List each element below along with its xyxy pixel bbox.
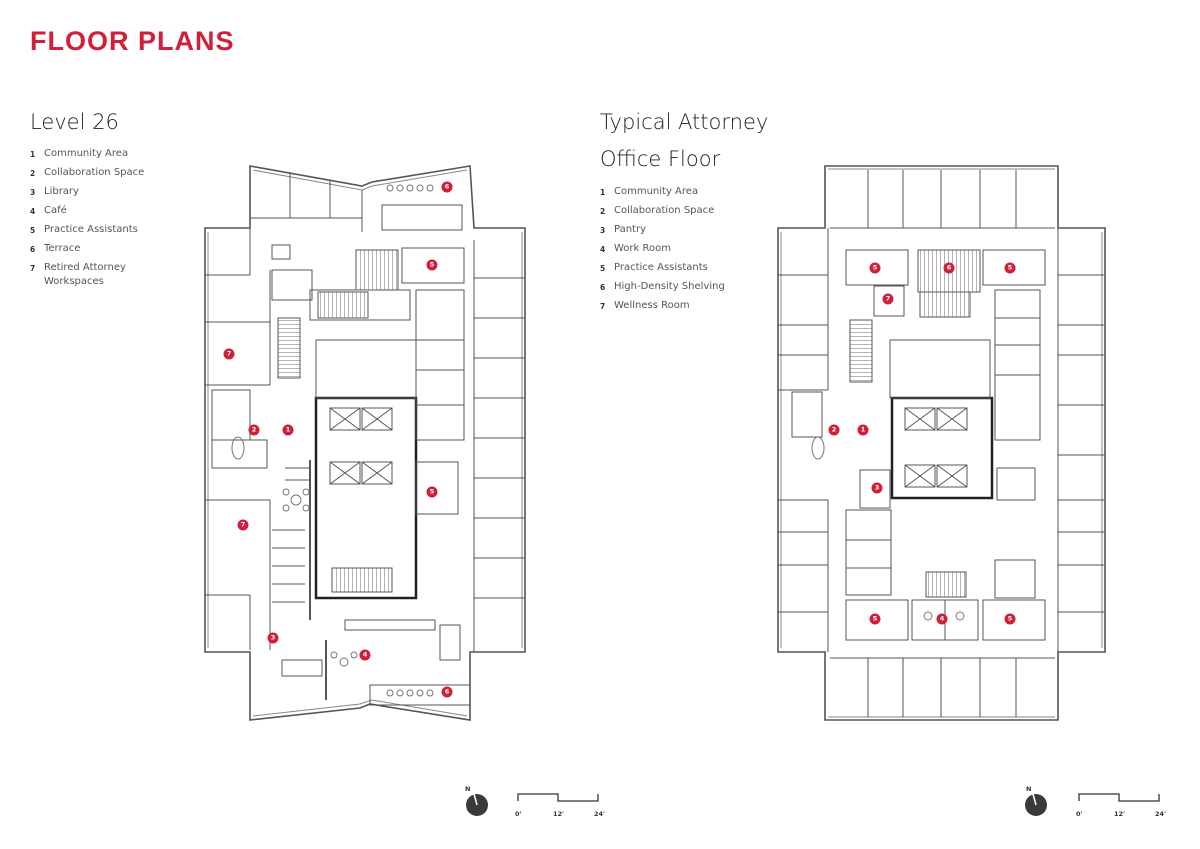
marker-library: 3 [267, 632, 279, 644]
marker-practice-assistants: 5 [426, 486, 438, 498]
legend-label: Retired Attorney Workspaces [44, 262, 126, 287]
legend-item: 6 Terrace [30, 240, 144, 259]
legend-item: 3 Library [30, 183, 144, 202]
legend-number: 1 [600, 188, 606, 197]
legend-label: Pantry [614, 224, 646, 235]
typical-title-line1: Typical Attorney [600, 110, 769, 134]
legend-item: 4 Work Room [600, 240, 725, 259]
legend-label: Collaboration Space [44, 167, 145, 178]
typical-floor-plan [777, 165, 1106, 721]
legend-item: 1 Community Area [600, 183, 725, 202]
level26-legend: 1 Community Area 2 Collaboration Space 3 Li… [30, 145, 144, 292]
legend-number: 4 [30, 207, 36, 216]
scale-label-24: 24' [1155, 810, 1167, 818]
legend-item: 2 Collaboration Space [30, 164, 144, 183]
marker-practice-assistants: 5 [869, 262, 881, 274]
marker-high-density-shelving: 6 [943, 262, 955, 274]
north-label: N [1026, 785, 1032, 793]
marker-community: 1 [282, 424, 294, 436]
marker-collaboration: 2 [248, 424, 260, 436]
legend-label: Work Room [614, 243, 671, 254]
scale-label-12: 12' [1114, 810, 1126, 818]
legend-item: 3 Pantry [600, 221, 725, 240]
legend-number: 3 [600, 226, 606, 235]
legend-item: 5 Practice Assistants [30, 221, 144, 240]
legend-number: 1 [30, 150, 36, 159]
legend-label: Practice Assistants [614, 262, 708, 273]
scale-label-24: 24' [594, 810, 606, 818]
legend-number: 3 [30, 188, 36, 197]
legend-label: Collaboration Space [614, 205, 715, 216]
marker-practice-assistants: 5 [1004, 262, 1016, 274]
legend-label: Community Area [614, 186, 699, 197]
scale-label-0: 0' [515, 810, 522, 818]
scale-bar-icon [517, 793, 599, 802]
legend-item: 7 Retired Attorney Workspaces [30, 259, 144, 292]
legend-item: 4 Café [30, 202, 144, 221]
typical-title-line2: Office Floor [600, 147, 721, 171]
level26-floor-plan [204, 165, 526, 721]
north-arrow-icon [1025, 793, 1047, 816]
marker-community: 1 [857, 424, 869, 436]
scale-label-12: 12' [553, 810, 565, 818]
legend-item: 2 Collaboration Space [600, 202, 725, 221]
marker-collaboration: 2 [828, 424, 840, 436]
marker-pantry: 3 [871, 482, 883, 494]
legend-item: 6 High-Density Shelving [600, 278, 725, 297]
legend-label: Practice Assistants [44, 224, 138, 235]
legend-number: 4 [600, 245, 606, 254]
legend-label: Library [44, 186, 79, 197]
level26-title: Level 26 [30, 110, 119, 134]
legend-item: 5 Practice Assistants [600, 259, 725, 278]
marker-practice-assistants: 5 [426, 259, 438, 271]
north-arrow-icon [466, 793, 488, 816]
north-label: N [465, 785, 471, 793]
marker-terrace: 6 [441, 686, 453, 698]
legend-number: 5 [600, 264, 606, 273]
legend-label: Wellness Room [614, 300, 690, 311]
marker-practice-assistants: 5 [869, 613, 881, 625]
marker-cafe: 4 [359, 649, 371, 661]
legend-label: Community Area [44, 148, 129, 159]
scale-label-0: 0' [1076, 810, 1083, 818]
legend-number: 2 [30, 169, 36, 178]
legend-number: 6 [30, 245, 36, 254]
marker-retired-attorney: 7 [223, 348, 235, 360]
legend-number: 6 [600, 283, 606, 292]
page-title: FLOOR PLANS [30, 26, 235, 56]
scale-bar-icon [1078, 793, 1160, 802]
legend-number: 5 [30, 226, 36, 235]
legend-item: 7 Wellness Room [600, 297, 725, 316]
marker-wellness-room: 7 [882, 293, 894, 305]
marker-work-room: 4 [936, 613, 948, 625]
legend-number: 2 [600, 207, 606, 216]
legend-number: 7 [30, 264, 36, 273]
legend-label: High-Density Shelving [614, 281, 725, 292]
legend-number: 7 [600, 302, 606, 311]
legend-label: Café [44, 205, 67, 216]
marker-retired-attorney: 7 [237, 519, 249, 531]
marker-practice-assistants: 5 [1004, 613, 1016, 625]
legend-item: 1 Community Area [30, 145, 144, 164]
legend-label: Terrace [44, 243, 81, 254]
typical-legend: 1 Community Area 2 Collaboration Space 3 Pa… [600, 183, 725, 316]
marker-terrace: 6 [441, 181, 453, 193]
